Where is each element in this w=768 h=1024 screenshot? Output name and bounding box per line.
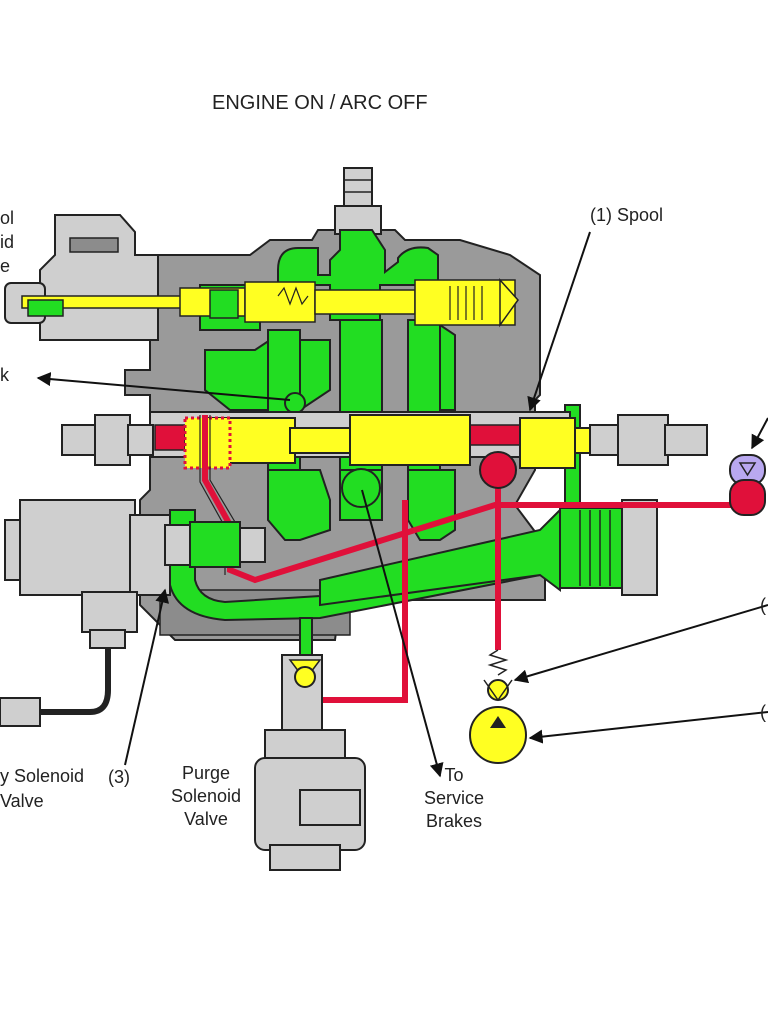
spool-end-fittings xyxy=(61,414,708,466)
spool-pressure-left xyxy=(154,424,186,451)
pressure-port xyxy=(479,451,517,489)
accumulator-icon xyxy=(469,706,527,764)
control-solenoid-label: ol id e xyxy=(0,208,15,276)
right-top-label: ( xyxy=(760,595,766,615)
item-3-label: (3) xyxy=(108,767,130,787)
right-bottom-label: ( xyxy=(760,702,766,722)
diagram-title: ENGINE ON / ARC OFF xyxy=(212,92,428,114)
control-solenoid-cap xyxy=(69,237,119,253)
relief-valve-body xyxy=(319,507,561,607)
relief-valve-nut xyxy=(621,499,658,596)
wire-connector xyxy=(0,697,41,727)
purge-solenoid xyxy=(254,654,366,871)
tank-port xyxy=(284,392,306,414)
spool-pressure-mid xyxy=(469,424,521,446)
tank-label: k xyxy=(0,365,9,385)
relay-solenoid xyxy=(4,499,266,649)
solenoid-wire xyxy=(38,648,111,715)
service-brakes-label: To Service Brakes xyxy=(423,765,485,831)
pressure-indicator-icon xyxy=(729,454,766,516)
brake-port xyxy=(341,468,381,508)
relay-solenoid-label: y Solenoid Valve xyxy=(0,766,85,811)
pressure-lines xyxy=(202,415,735,703)
control-solenoid-body xyxy=(39,214,159,341)
relief-valve-cap xyxy=(559,507,631,589)
purge-solenoid-label: Purge Solenoid Valve xyxy=(170,763,242,829)
main-spool xyxy=(204,414,591,469)
solenoid-green-port xyxy=(27,299,64,317)
leader-lines xyxy=(36,231,768,778)
spool-label: (1) Spool xyxy=(590,205,664,225)
